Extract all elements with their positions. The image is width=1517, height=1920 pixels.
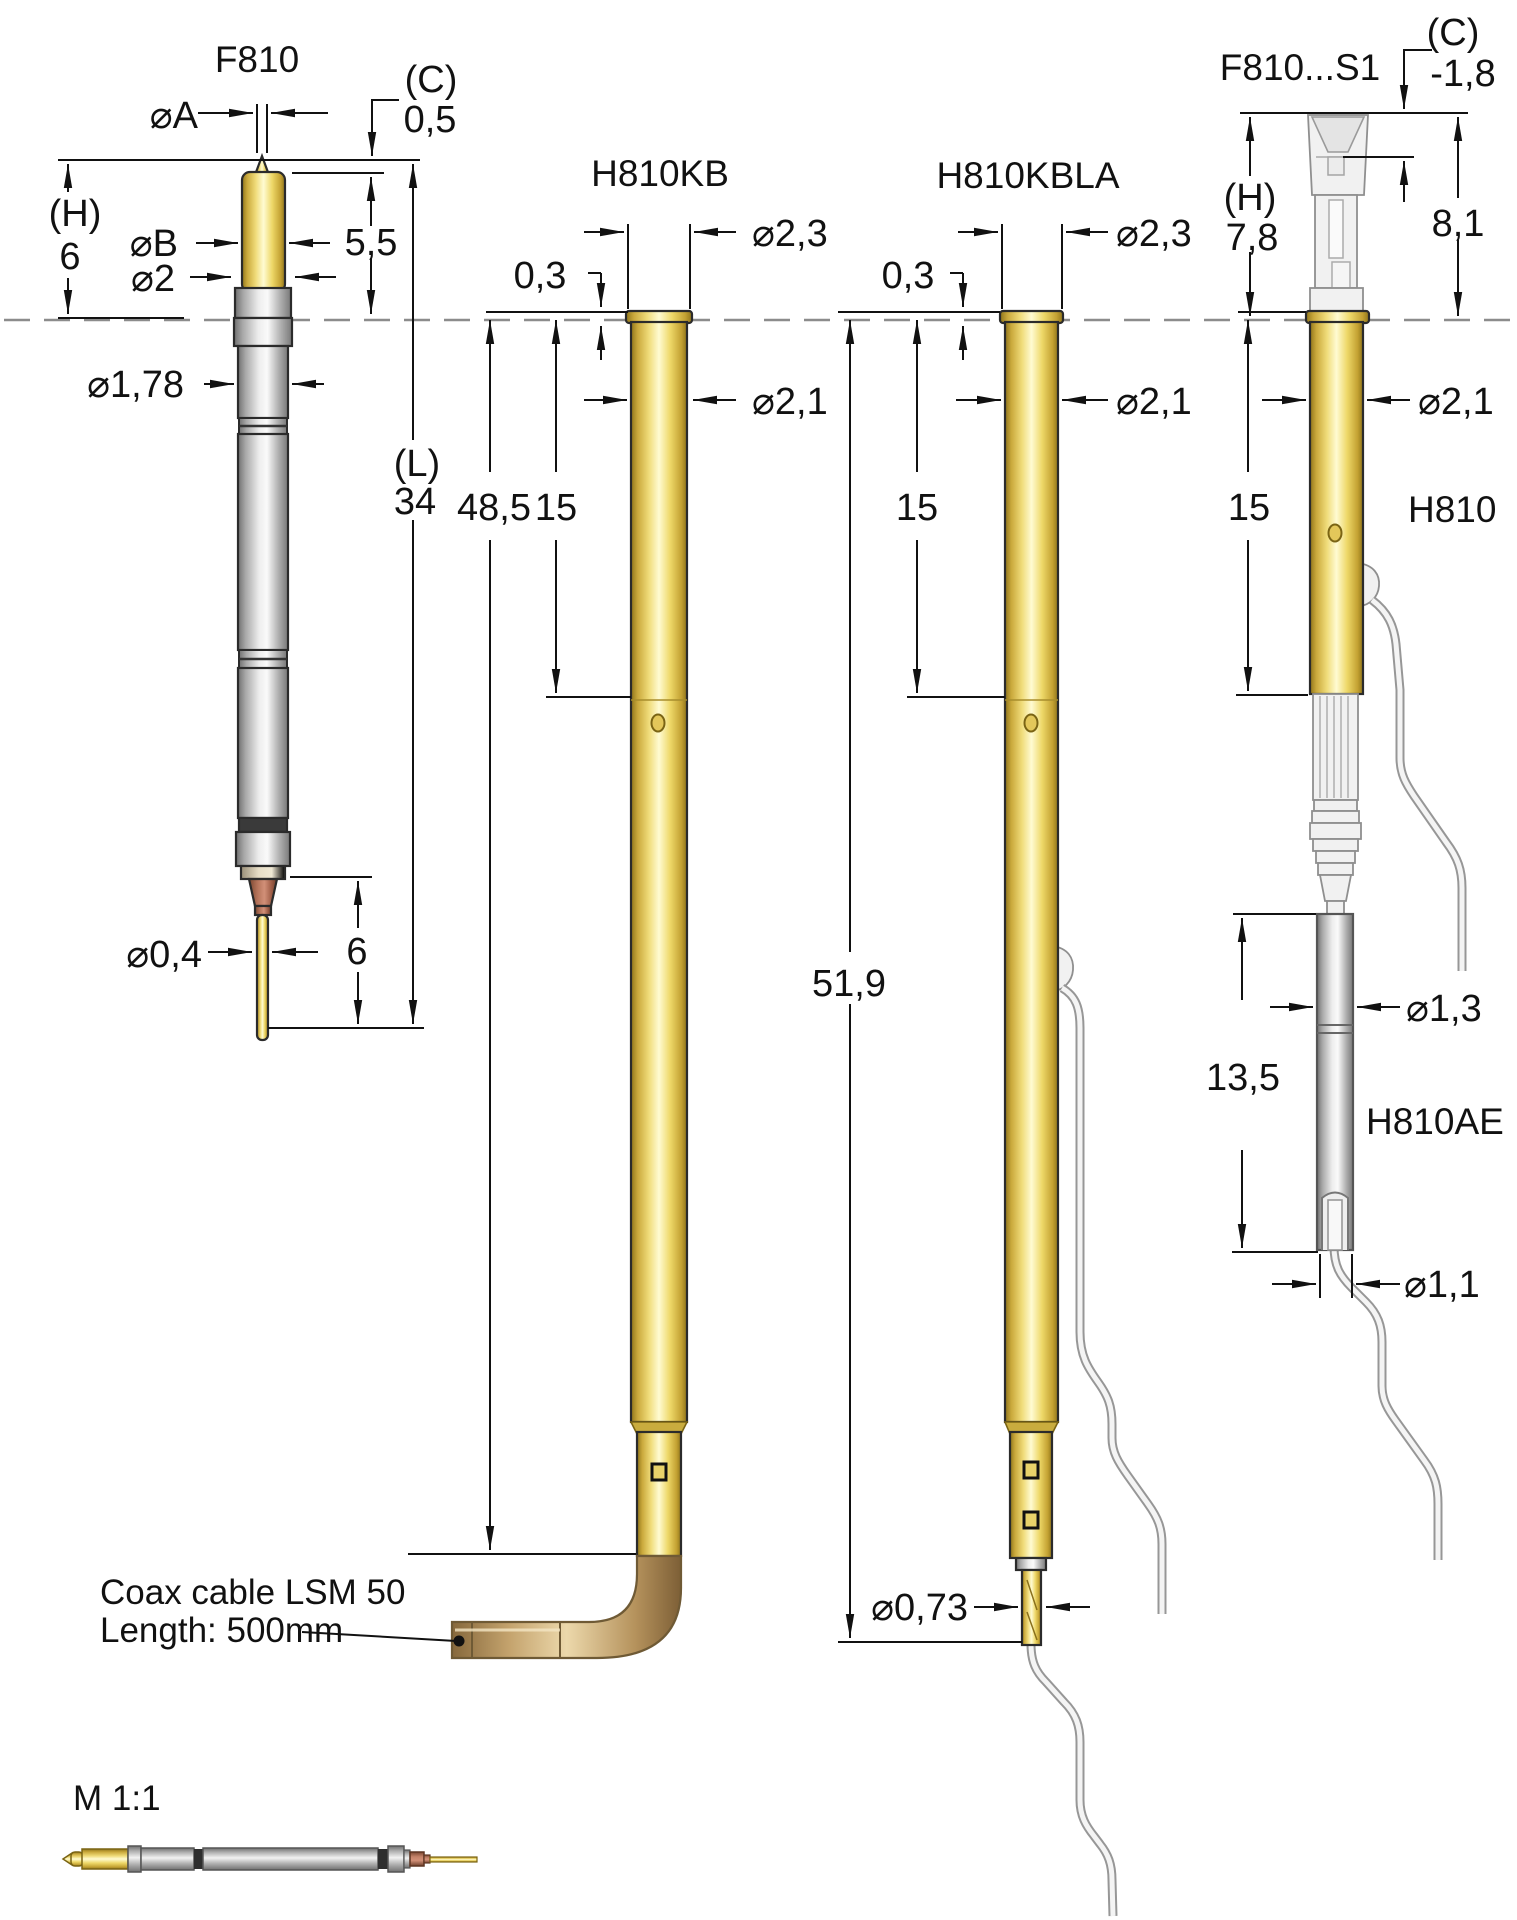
- barrel-section: [236, 344, 290, 420]
- dim-dia-13: ⌀1,3: [1406, 988, 1482, 1030]
- dim-dia-04: ⌀0,4: [126, 934, 202, 976]
- dim-flange: 0,3: [514, 255, 567, 297]
- vent-hole: [1023, 713, 1039, 733]
- dim-c-value: -1,8: [1430, 53, 1495, 95]
- dim-dia-23: ⌀2,3: [1116, 213, 1192, 255]
- collar: [1014, 1556, 1048, 1572]
- clip-wire-outline: [1369, 596, 1467, 971]
- scale-view: M 1:1: [61, 1779, 478, 1873]
- probe-f810s1-h810: F810...S1 (C) -1,8 (H) 7,8 8,1 ⌀2,1 15 H…: [1206, 12, 1504, 1560]
- scale-label: M 1:1: [73, 1779, 161, 1818]
- dark-ring: [237, 816, 289, 834]
- probe-name-label: F810...S1: [1220, 47, 1380, 88]
- dim-flange: 0,3: [882, 255, 935, 297]
- gold-tube: [629, 320, 689, 1424]
- sleeve-h810ae: [1315, 912, 1355, 1252]
- probe-h810kb: H810KB ⌀2,3 0,3 ⌀2,1 48,5 15: [408, 153, 828, 1660]
- collar-ring: [233, 286, 293, 320]
- clip-wire-outline: [1059, 984, 1167, 1614]
- keying-hole: [1022, 1460, 1040, 1480]
- dim-dia-21: ⌀2,1: [752, 381, 828, 423]
- copper-tip-holder: [247, 877, 279, 908]
- clip-wire-core: [1060, 985, 1165, 1614]
- dim-l-value: 34: [394, 481, 436, 523]
- dim-dia-178: ⌀1,78: [87, 364, 184, 406]
- tube-neck: [635, 1430, 683, 1558]
- dim-l-label: (L): [394, 443, 440, 485]
- probe-name-label: H810KB: [591, 153, 729, 194]
- dim-depth: 8,1: [1432, 203, 1485, 245]
- dim-press-depth: 15: [1228, 487, 1270, 529]
- termination-wire-outline: [1026, 1643, 1118, 1917]
- dim-sleeve-length: 13,5: [1206, 1057, 1280, 1099]
- gold-termination-post: [1020, 1568, 1043, 1647]
- gold-termination-pin: [255, 913, 270, 1042]
- coax-note-line2: Length: 500mm: [100, 1611, 343, 1650]
- translucent-plunger: [1309, 693, 1362, 915]
- sleeve-name-label: H810AE: [1366, 1101, 1504, 1142]
- dim-h-label: (H): [49, 193, 102, 235]
- gold-plunger-barrel: [240, 170, 287, 294]
- dim-dia-2: ⌀2: [131, 258, 175, 300]
- barrel-section: [236, 666, 290, 820]
- gold-tube: [1308, 320, 1365, 696]
- upper-sleeve: [232, 316, 294, 348]
- dim-c-value: 0,5: [404, 99, 457, 141]
- dim-c-label: (C): [1427, 12, 1480, 54]
- probe-f810: F810 ⌀A (C) 0,5 (H) 6 ⌀B ⌀2 5,5 ⌀1,78 (L…: [44, 39, 458, 1042]
- dim-length: 51,9: [812, 963, 886, 1005]
- barrel-section: [236, 432, 290, 652]
- termination-wire-core: [1028, 1643, 1116, 1917]
- receptacle-top: [1307, 114, 1369, 313]
- vent-hole: [650, 713, 666, 733]
- copper-nub: [253, 904, 273, 917]
- dim-h-value: 6: [59, 236, 80, 278]
- clip-wire-core: [1370, 598, 1465, 971]
- dim-c-label: (C): [405, 59, 458, 101]
- dim-plunger-length: 5,5: [345, 222, 398, 264]
- dim-length: 48,5: [457, 487, 531, 529]
- sleeve-wire-core: [1331, 1245, 1441, 1560]
- tube-neck: [1008, 1430, 1054, 1560]
- dim-dia-21: ⌀2,1: [1418, 381, 1494, 423]
- dim-dia-b: ⌀B: [130, 223, 178, 265]
- probe-name-label: H810KBLA: [936, 155, 1119, 196]
- dim-press-depth: 15: [535, 487, 577, 529]
- dim-dia-21: ⌀2,1: [1116, 381, 1192, 423]
- probe-name-label: F810: [215, 39, 299, 80]
- dim-h-value: 7,8: [1226, 217, 1279, 259]
- end-collar: [234, 830, 292, 868]
- leader-line: [301, 1631, 457, 1642]
- leader-dot: [453, 1635, 465, 1647]
- dim-h-label: (H): [1224, 177, 1277, 219]
- dim-dia-a: ⌀A: [150, 95, 199, 137]
- gold-tube: [1003, 320, 1060, 1424]
- dim-tip-length: 6: [346, 931, 367, 973]
- dim-dia-073: ⌀0,73: [871, 1587, 968, 1629]
- coax-elbow: [450, 1554, 683, 1660]
- keying-hole: [1022, 1510, 1040, 1530]
- coax-note-line1: Coax cable LSM 50: [100, 1573, 405, 1612]
- dim-dia-23: ⌀2,3: [752, 213, 828, 255]
- coax-cable-note: Coax cable LSM 50 Length: 500mm: [100, 1573, 465, 1650]
- socket-name-label: H810: [1408, 489, 1496, 530]
- beige-insulator-ring: [239, 864, 287, 881]
- keying-hole: [650, 1462, 668, 1482]
- dim-dia-11: ⌀1,1: [1404, 1264, 1480, 1306]
- probe-h810kbla: H810KBLA ⌀2,3 0,3 ⌀2,1 15 51,9 ⌀0,73: [806, 155, 1192, 1917]
- dim-press-depth: 15: [896, 487, 938, 529]
- vent-hole: [1327, 523, 1343, 543]
- scale-probe: [61, 1845, 478, 1873]
